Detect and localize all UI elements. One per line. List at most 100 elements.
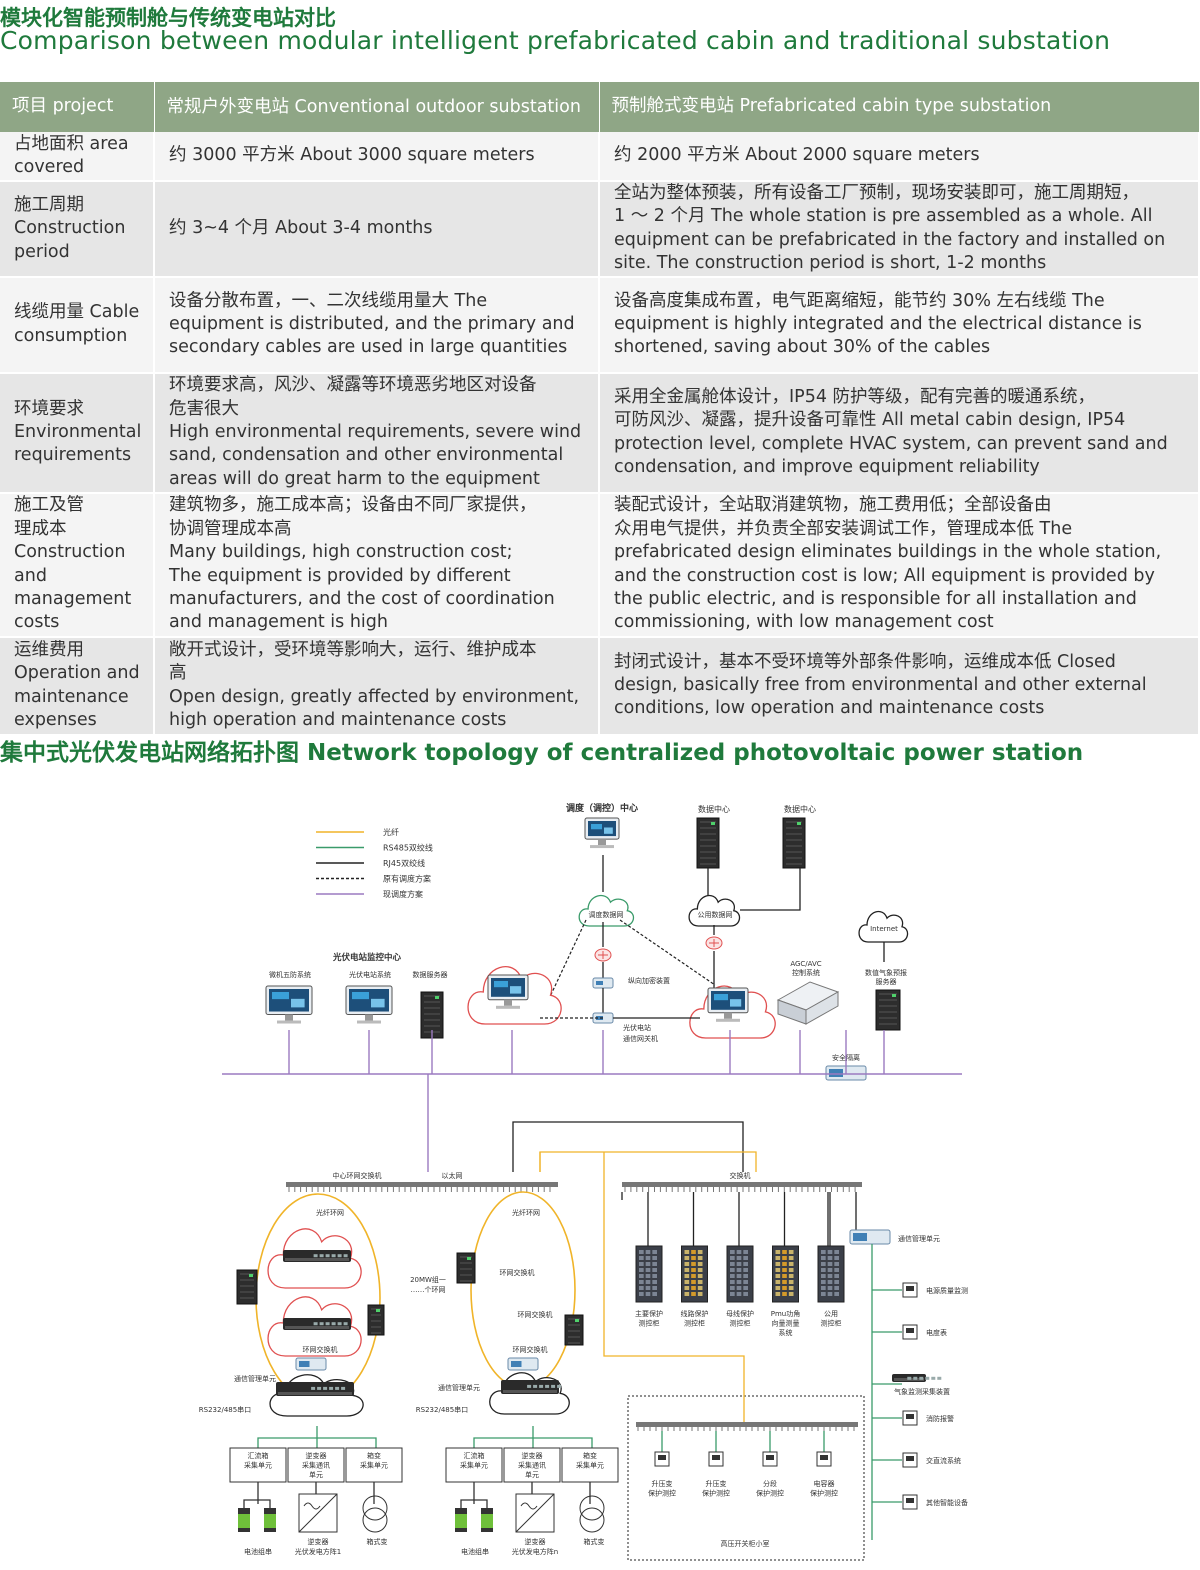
inverter-icon (515, 1493, 555, 1533)
cloud-icon (688, 894, 741, 927)
diagram-label: 数值气象预报 (865, 968, 907, 977)
router-icon (705, 936, 723, 950)
cell-line: prefabricated design eliminates building… (614, 542, 1162, 563)
meter-icon (654, 1451, 670, 1467)
diagram-label: 微机五防系统 (269, 970, 311, 979)
server-icon (367, 1304, 385, 1336)
meter-icon (708, 1451, 724, 1467)
comparison-table: 项目 project 常规户外变电站 Conventional outdoor … (0, 82, 1200, 736)
topology-title: 集中式光伏发电站网络拓扑图 Network topology of centra… (0, 740, 1084, 766)
diagram-label: 环网交换机 (303, 1345, 338, 1354)
cell-line: 1 ～ 2 个月 The whole station is pre assemb… (614, 206, 1153, 227)
server-icon (236, 1269, 258, 1305)
diagram-label: 保护测控 (810, 1489, 838, 1498)
diagram-label: 交直流系统 (926, 1456, 961, 1465)
diagram-label: RJ45双绞线 (383, 858, 425, 868)
cell-line: 运维费用 (14, 639, 84, 660)
table-row: 占地面积 area covered 约 3000 平方米 About 3000 sq… (0, 132, 1200, 182)
inverter-icon (298, 1493, 338, 1533)
diagram-label: 系统 (779, 1328, 793, 1337)
hv-room-box (627, 1395, 865, 1561)
diagram-label: 向量测量 (772, 1319, 800, 1328)
switch-device-icon (283, 1318, 351, 1330)
diagram-label: 测控柜 (821, 1319, 842, 1328)
switch-device-icon (501, 1380, 562, 1394)
diagram-label: RS485双绞线 (383, 843, 433, 853)
diagram-label: 保护测控 (648, 1489, 676, 1498)
cell-line: 环境要求 (14, 398, 84, 419)
cell-line: Construction (14, 218, 126, 239)
monitor-icon (584, 817, 620, 849)
box-transformer-icon (362, 1495, 388, 1533)
cell-line: sand, condensation and other environment… (169, 445, 564, 466)
comm-box-icon (849, 1229, 891, 1245)
diagram-label: 以太网 (442, 1171, 463, 1180)
diagram-label: 电容器 (814, 1479, 835, 1488)
diagram-label: 通信管理单元 (898, 1234, 940, 1243)
diagram-label: 采集通讯 (302, 1461, 330, 1470)
switch-device-icon (892, 1374, 942, 1382)
cell-line: areas will do great harm to the equipmen… (169, 468, 540, 489)
diagram-label: 测控柜 (639, 1319, 660, 1328)
diagram-label: 线路保护 (681, 1309, 709, 1318)
diagram-label: 采集单元 (360, 1461, 388, 1470)
cell-line: 约 3000 平方米 About 3000 square meters (169, 145, 535, 166)
cell-line: management (14, 589, 132, 610)
diagram-label: 光纤 (383, 827, 399, 837)
diagram-label: 数据中心 (784, 804, 816, 814)
diagram-label: 逆变器 (525, 1537, 546, 1546)
cell-line: 施工及管 (14, 495, 84, 516)
diagram-label: 采集单元 (576, 1461, 604, 1470)
cell-line: 高 (169, 663, 187, 684)
diagram-label: 消防报警 (926, 1414, 954, 1423)
diagram-label: 电池组串 (461, 1547, 489, 1556)
cell-line: manufacturers, and the cost of coordinat… (169, 589, 555, 610)
diagram-label: 数据服务器 (413, 970, 448, 979)
cell-line: 线缆用量 Cable (14, 302, 140, 323)
comm-box-icon (295, 1357, 327, 1371)
diagram-label: 采集通讯 (518, 1461, 546, 1470)
cell-line: 采用全金属舱体设计，IP54 防护等级，配有完善的暖通系统， (614, 386, 1096, 407)
diagram-label: 交换机 (730, 1171, 751, 1180)
field-unit-box (561, 1447, 619, 1483)
diagram-label: 光伏发电方阵n (512, 1547, 558, 1556)
cell-prefab: 约 2000 平方米 About 2000 square meters (599, 132, 1200, 182)
header-conventional: 常规户外变电站 Conventional outdoor substation (154, 82, 600, 132)
table-header-row: 项目 project 常规户外变电站 Conventional outdoor … (0, 82, 1200, 132)
server-icon (456, 1252, 476, 1284)
diagram-label: 数据中心 (698, 804, 730, 814)
cell-line: equipment is highly integrated and the e… (614, 313, 1142, 334)
cabinet-icon (772, 1245, 799, 1303)
cell-line: condensation, and improve equipment reli… (614, 457, 1040, 478)
diagram-label: 电源质量监测 (926, 1286, 968, 1295)
monitor-icon (345, 985, 393, 1024)
cell-prefab: 采用全金属舱体设计，IP54 防护等级，配有完善的暖通系统，可防风沙、凝露，提升… (599, 372, 1200, 494)
field-unit-box (445, 1447, 503, 1483)
cell-line: covered (14, 157, 85, 177)
cell-line: and (14, 565, 47, 586)
link-line (243, 1499, 271, 1508)
agc-device-icon (776, 981, 840, 1025)
comm-box-icon (592, 977, 614, 989)
cloud-icon (858, 910, 909, 943)
diagram-label: 逆变器 (308, 1537, 329, 1546)
diagram-label: 环网交换机 (513, 1345, 548, 1354)
diagram-label: 环网交换机 (500, 1268, 535, 1277)
cell-line: 占地面积 area (14, 133, 129, 154)
cell-line: commissioning, with low management cost (614, 612, 994, 633)
diagram-label: RS232/485串口 (199, 1406, 251, 1414)
diagram-label: 测控柜 (730, 1319, 751, 1328)
core-switch-bar (286, 1182, 558, 1187)
diagram-label: 光伏电站系统 (349, 970, 391, 979)
cell-line: and the construction cost is low; All eq… (614, 565, 1155, 586)
meter-icon (902, 1452, 918, 1468)
diagram-label: 光伏电站 (623, 1023, 651, 1032)
diagram-label: 公用 (824, 1310, 838, 1318)
cell-line: 理成本 (14, 518, 67, 539)
diagram-label: Pmu功角 (771, 1309, 800, 1318)
